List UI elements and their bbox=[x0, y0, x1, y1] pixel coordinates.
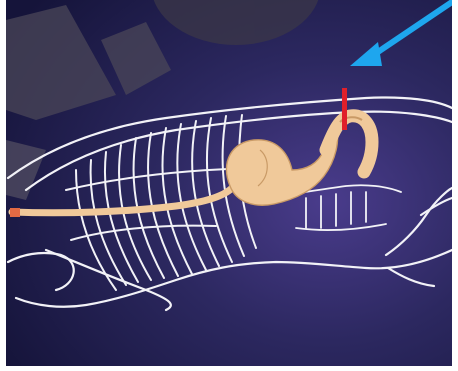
diagram-panel bbox=[6, 0, 452, 366]
tube-end-marker bbox=[10, 208, 20, 217]
insertion-site-marker bbox=[342, 88, 347, 130]
anatomy-diagram bbox=[6, 0, 452, 366]
